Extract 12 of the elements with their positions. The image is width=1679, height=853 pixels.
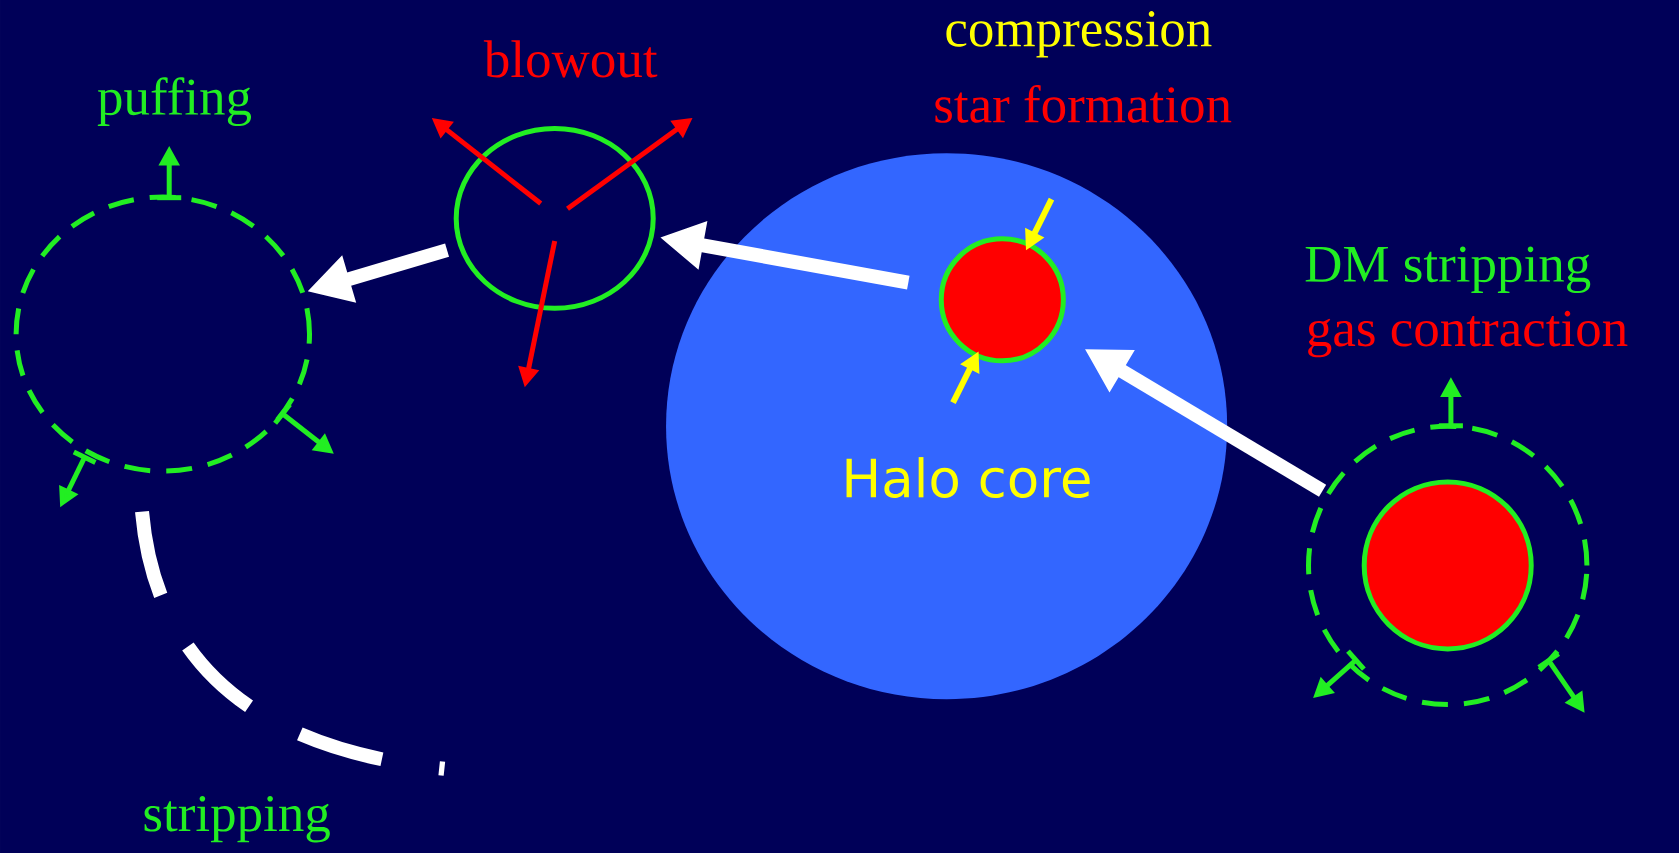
caption-text: stripping	[144, 795, 330, 843]
core-circle	[1361, 479, 1534, 652]
caption-text: puffing	[97, 77, 252, 127]
caption-text: DM stripping	[1305, 246, 1591, 294]
core-circle	[938, 236, 1066, 364]
caption-text: compression	[946, 11, 1212, 58]
caption-text: star formation	[935, 84, 1232, 123]
ring-circle	[453, 125, 656, 311]
caption-text: gas contraction	[1308, 310, 1628, 358]
dashed-ellipse	[1306, 423, 1590, 708]
caption-text: blowout	[483, 40, 658, 78]
dashed-ellipse	[13, 194, 312, 474]
